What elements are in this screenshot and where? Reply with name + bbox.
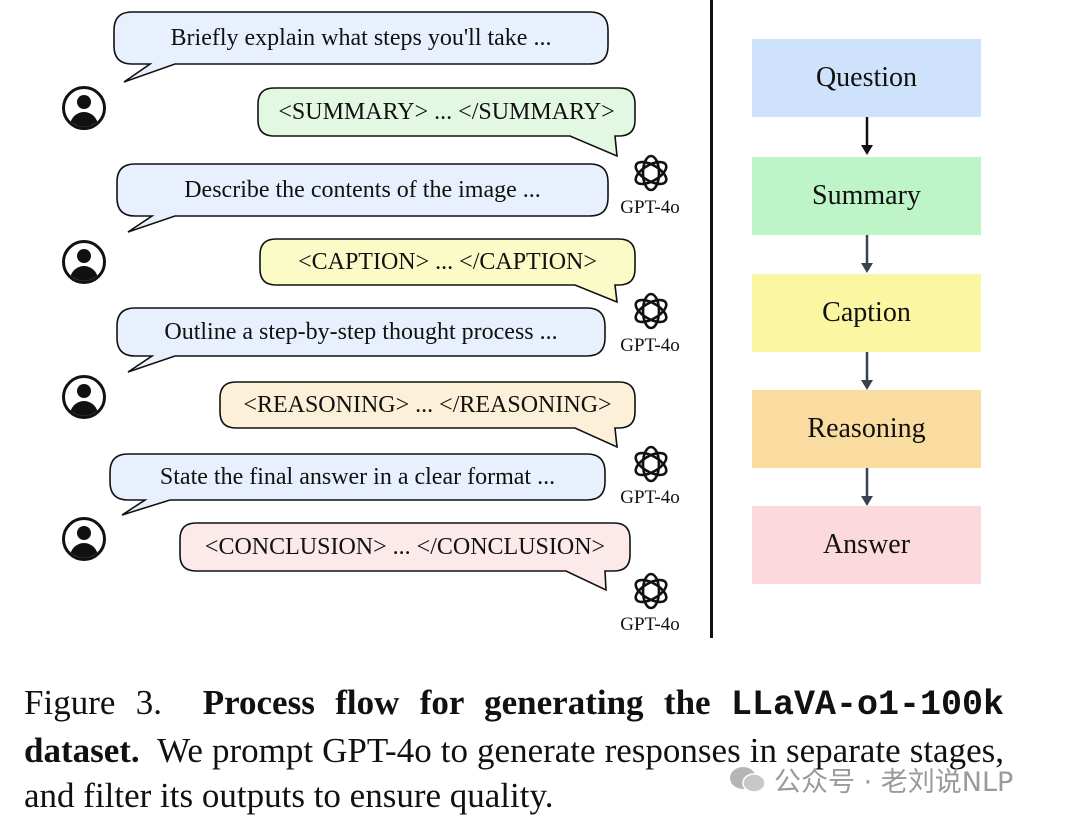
user-avatar-icon <box>62 240 106 284</box>
prompt-bubble-3 <box>116 307 606 373</box>
stage-question: Question <box>752 39 981 117</box>
flow-arrow-icon <box>861 352 873 390</box>
gpt-logo-icon <box>634 154 668 192</box>
prompt-bubble-2 <box>116 163 609 233</box>
vertical-divider <box>710 0 713 638</box>
stage-summary: Summary <box>752 157 981 235</box>
prompt-bubble-1 <box>113 11 609 83</box>
caption-bubble <box>259 238 636 304</box>
stage-answer: Answer <box>752 506 981 584</box>
conclusion-response-text: <CONCLUSION> ... </CONCLUSION> <box>204 533 606 560</box>
user-avatar-icon <box>62 375 106 419</box>
caption-body: We prompt GPT-4o to generate responses i… <box>24 731 1004 815</box>
gpt-logo-icon <box>634 445 668 483</box>
stage-caption: Caption <box>752 274 981 352</box>
gpt-logo-icon <box>634 292 668 330</box>
caption-title-part1: Process flow for generating the <box>202 683 711 722</box>
user-avatar-icon <box>62 517 106 561</box>
prompt-3-text: Outline a step-by-step thought process .… <box>164 318 558 345</box>
prompt-1-text: Briefly explain what steps you'll take .… <box>170 24 552 51</box>
user-avatar-icon <box>62 86 106 130</box>
gpt-label: GPT-4o <box>620 335 680 356</box>
watermark-text: 公众号 · 老刘说NLP <box>774 767 1014 798</box>
reasoning-response-text: <REASONING> ... </REASONING> <box>243 391 612 418</box>
figure-label: Figure 3. <box>24 683 162 722</box>
stage-reasoning: Reasoning <box>752 390 981 468</box>
summary-bubble <box>257 87 636 158</box>
flow-arrow-icon <box>861 468 873 506</box>
gpt-label: GPT-4o <box>620 197 680 218</box>
figure-caption: Figure 3. Process flow for generating th… <box>24 680 1004 818</box>
caption-title-part2: dataset. <box>24 731 140 770</box>
gpt-logo-icon <box>634 572 668 610</box>
prompt-4-text: State the final answer in a clear format… <box>159 463 556 490</box>
gpt-label: GPT-4o <box>620 614 680 635</box>
prompt-2-text: Describe the contents of the image ... <box>184 176 541 203</box>
dataset-name: LLaVA-o1-100k <box>730 685 1004 725</box>
chat-bubbles-layer <box>109 11 636 592</box>
summary-response-text: <SUMMARY> ... </SUMMARY> <box>278 98 615 125</box>
gpt-label: GPT-4o <box>620 487 680 508</box>
prompt-bubble-4 <box>109 453 606 516</box>
conclusion-bubble <box>179 522 631 592</box>
wechat-icon <box>730 766 766 793</box>
flow-arrow-icon <box>861 117 873 155</box>
flow-arrow-icon <box>861 235 873 273</box>
caption-response-text: <CAPTION> ... </CAPTION> <box>298 248 597 275</box>
watermark: 公众号 · 老刘说NLP <box>728 760 1013 799</box>
reasoning-bubble <box>219 381 636 449</box>
